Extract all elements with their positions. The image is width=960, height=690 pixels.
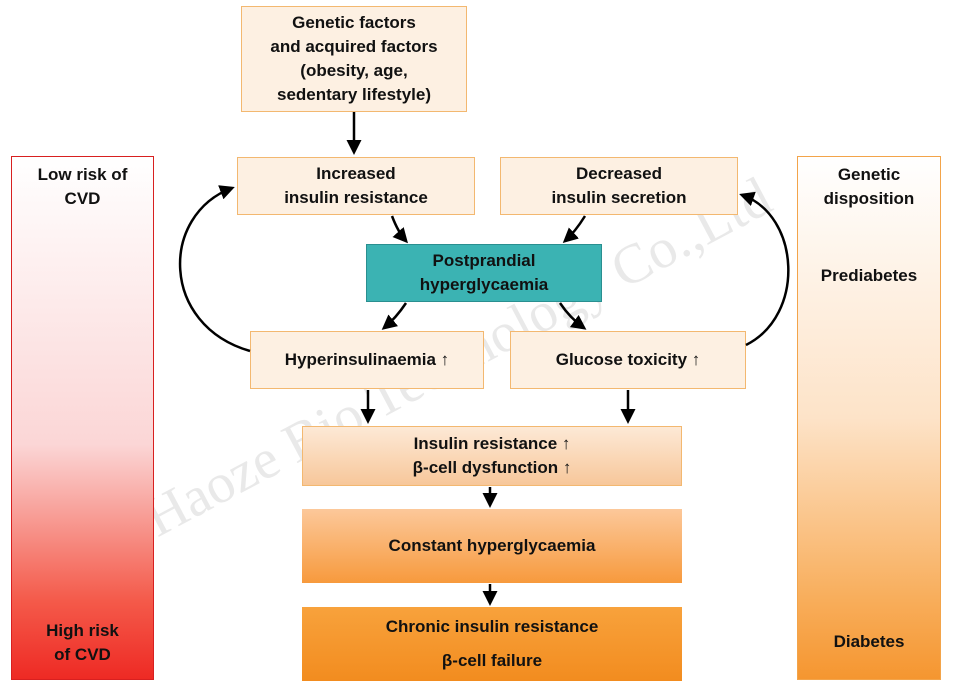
increased-resistance-line-1: Increased (316, 164, 396, 183)
disease-progression-bar: Genetic disposition Prediabetes Diabetes (797, 156, 941, 680)
arrow-resistance-to-postprandial (390, 215, 408, 244)
postprandial-box: Postprandial hyperglycaemia (366, 244, 602, 302)
constant-hyperglycaemia-box: Constant hyperglycaemia (302, 509, 682, 583)
arrow-postprandial-to-hyperinsulinaemia (381, 302, 408, 330)
high-risk-line-1: High risk (46, 621, 119, 640)
factors-line-2: and acquired factors (270, 37, 438, 56)
decreased-secretion-line-1: Decreased (575, 164, 662, 183)
factors-line-4: sedentary lifestyle) (276, 85, 431, 104)
chronic-failure-line-2: β-cell failure (441, 651, 543, 670)
resistance-dysfunction-line-1: Insulin resistance ↑ (413, 434, 571, 453)
arrow-glucose-toxicity-loop (739, 191, 790, 347)
factors-line-3: (obesity, age, (300, 61, 408, 80)
chronic-failure-box: Chronic insulin resistance β-cell failur… (302, 607, 682, 681)
genetic-disposition-line-1: Genetic (837, 165, 901, 184)
hyperinsulinaemia-label: Hyperinsulinaemia ↑ (284, 350, 450, 369)
factors-box: Genetic factors and acquired factors (ob… (241, 6, 467, 112)
glucose-toxicity-box: Glucose toxicity ↑ (510, 331, 746, 389)
constant-hyperglycaemia-label: Constant hyperglycaemia (388, 536, 596, 555)
postprandial-line-1: Postprandial (432, 251, 536, 270)
arrow-secretion-to-postprandial (562, 215, 587, 244)
prediabetes-label: Prediabetes (820, 266, 918, 285)
high-risk-label: High risk of CVD (12, 619, 153, 667)
genetic-disposition-line-2: disposition (823, 189, 915, 208)
genetic-disposition-label: Genetic disposition (798, 163, 940, 211)
decreased-secretion-line-2: insulin secretion (551, 188, 687, 207)
cvd-risk-bar: Low risk of CVD High risk of CVD (11, 156, 154, 680)
hyperinsulinaemia-box: Hyperinsulinaemia ↑ (250, 331, 484, 389)
diabetes-label: Diabetes (833, 632, 905, 651)
low-risk-line-2: CVD (64, 189, 101, 208)
resistance-dysfunction-line-2: β-cell dysfunction ↑ (412, 458, 572, 477)
high-risk-line-2: of CVD (54, 645, 111, 664)
resistance-dysfunction-box: Insulin resistance ↑ β-cell dysfunction … (302, 426, 682, 486)
factors-line-1: Genetic factors (292, 13, 416, 32)
postprandial-line-2: hyperglycaemia (419, 275, 549, 294)
glucose-toxicity-label: Glucose toxicity ↑ (555, 350, 701, 369)
increased-resistance-box: Increased insulin resistance (237, 157, 475, 215)
decreased-secretion-box: Decreased insulin secretion (500, 157, 738, 215)
arrow-postprandial-to-glucose-toxicity (558, 302, 587, 330)
low-risk-label: Low risk of CVD (12, 163, 153, 211)
low-risk-line-1: Low risk of (37, 165, 128, 184)
chronic-failure-line-1: Chronic insulin resistance (385, 617, 599, 636)
increased-resistance-line-2: insulin resistance (284, 188, 428, 207)
